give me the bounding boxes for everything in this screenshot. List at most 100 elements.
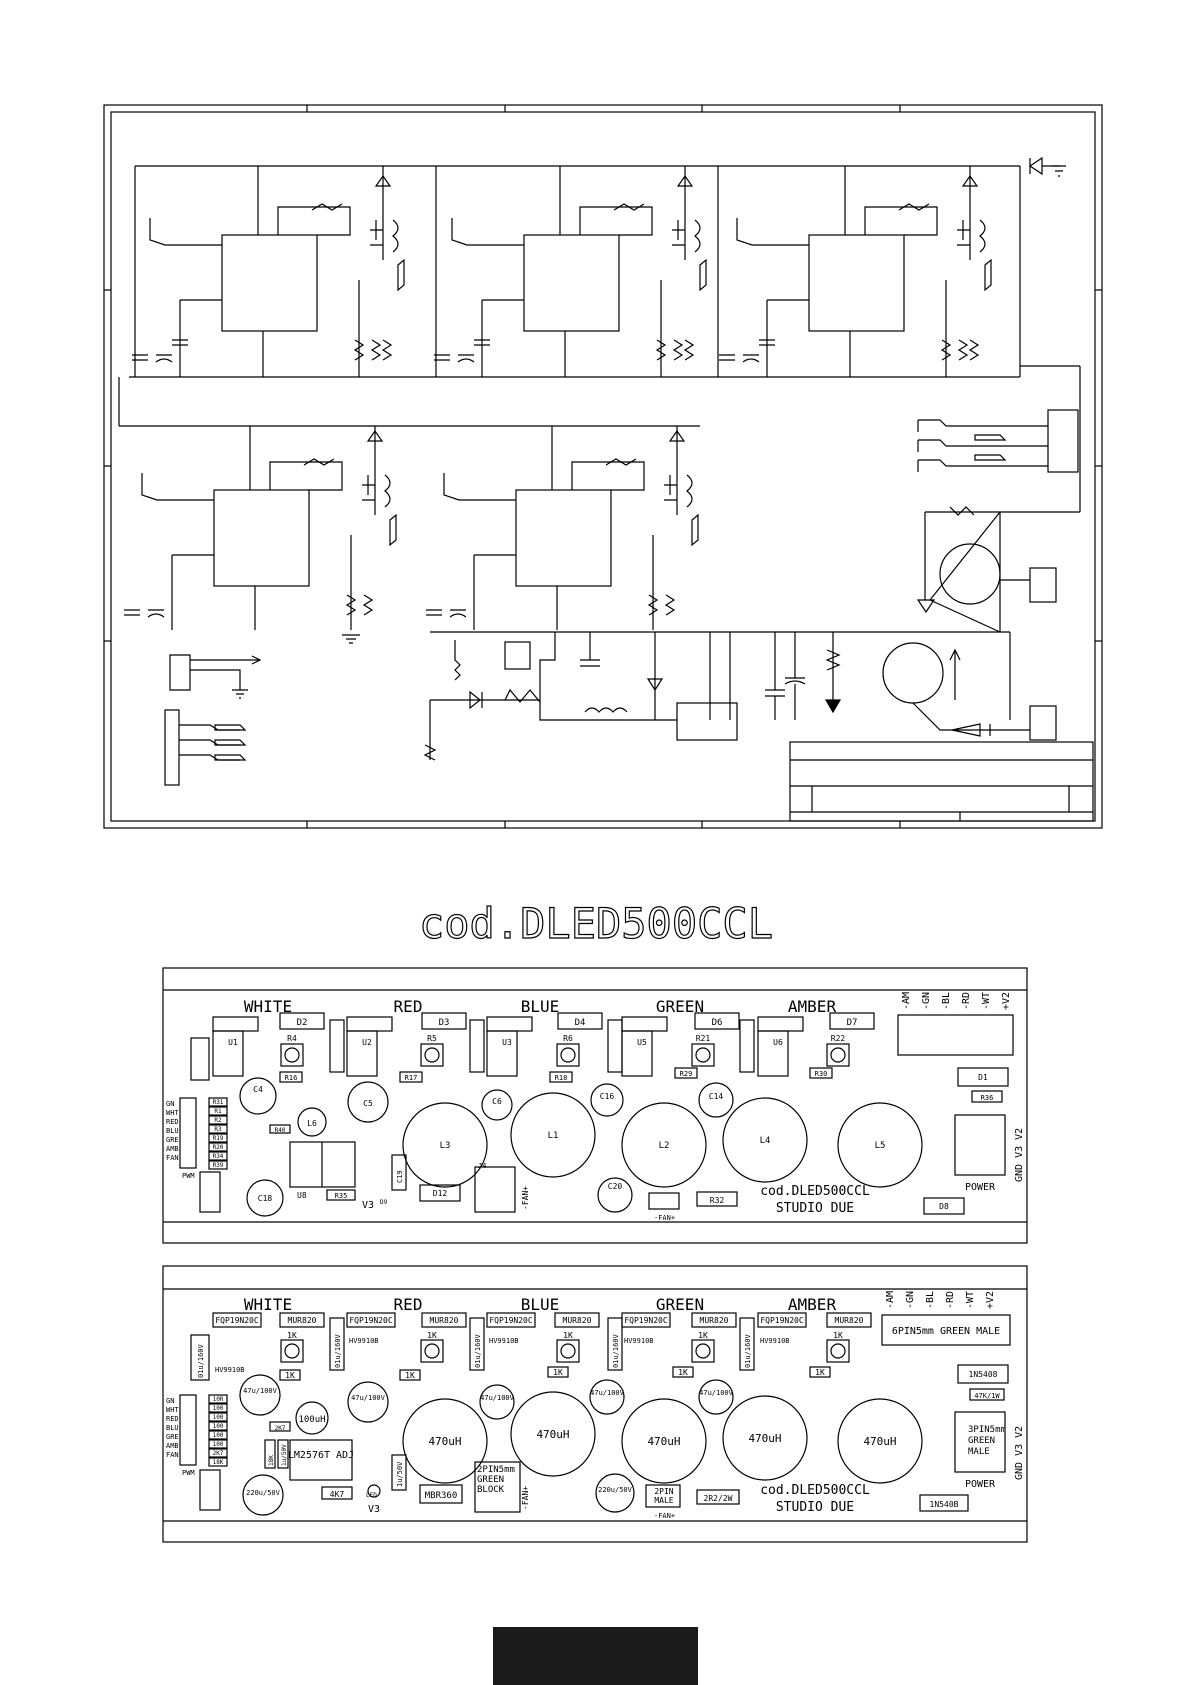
pcb2-pin-gn: GN [166,1397,174,1405]
pcb1-l4-label: L4 [760,1136,771,1146]
pcb2-diode-1: MUR820 [288,1316,317,1325]
pcb1-l1-label: L1 [548,1131,559,1141]
pcb1-r40-label: R40 [275,1127,286,1134]
pcb2-inductor-3: 470uH [647,1435,680,1448]
pcb2-mosfet-5: FQP19N20C [760,1316,804,1325]
pcb2-connector-6pin-label: 6PIN5mm GREEN MALE [892,1326,1000,1337]
pcb1-bottom-resistors [279,1067,833,1083]
pcb1-c20-label: C20 [608,1182,623,1191]
pcb2-coil-100uh: 100uH [298,1415,325,1425]
pcb2-pot-4: 1K [698,1331,708,1340]
pcb2-diode-4: MUR820 [700,1316,729,1325]
pcb2-cap-220u-2: 220u/50V [598,1486,633,1494]
pcb2-pot-5: 1K [833,1331,843,1340]
pcb2-connector-6pin [881,1314,1011,1346]
pcb1-r20-label: R20 [213,1144,224,1151]
pcb1-pwm-label: PWM [182,1172,195,1180]
pcb2-cap-220u-1: 220u/50V [246,1489,281,1497]
pcb1-outline [162,967,1028,1244]
pcb1-pin-fan: FAN [166,1154,179,1162]
pcb2-cap-01u-1: 01u/160V [197,1343,205,1378]
svg-text:-AM: -AM [885,1291,896,1309]
pcb2-res-18k: 18K [268,1455,275,1466]
pcb1-studio-label-2: STUDIO DUE [776,1201,854,1216]
pcb2-header-red: RED [394,1295,423,1314]
pcb2-pin-gre: GRE [166,1433,179,1441]
pcb1-u6-label: U6 [773,1038,783,1047]
pcb2-diode-5: MUR820 [835,1316,864,1325]
pcb2-cap-01u-4: 01u/160V [612,1333,620,1368]
pcb1-r1-label: R1 [214,1108,222,1115]
pcb1-pin-amb: AMB [166,1145,179,1153]
pcb2-val-18k: 18K [213,1459,224,1466]
driver-cell-4 [124,426,397,644]
pcb1-c6-label: C6 [492,1097,502,1106]
pcb1-d1-label: D1 [978,1073,988,1082]
pcb2-diode-1n540b: 1N540B [930,1500,959,1509]
pcb1-u5-label: U5 [637,1038,647,1047]
pcb1-r35-label: R35 [335,1192,348,1200]
pcb1-c14-label: C14 [709,1092,724,1101]
svg-text:+V2: +V2 [985,1291,996,1309]
pcb2-block-2pin-text-wrap: 2PIN5mm GREEN BLOCK [477,1465,515,1495]
pcb1-top-diodes [279,1012,875,1030]
pcb1-trimmers [280,1043,850,1067]
pcb1-r31-label: R31 [213,1099,224,1106]
pcb1-pin-gre: GRE [166,1136,179,1144]
fan-motor-symbol-2 [882,642,944,704]
page-title: cod.DLED500CCL [419,899,773,948]
pcb2-res-47k: 47K/1W [974,1392,1000,1400]
svg-text:-RD: -RD [945,1291,956,1309]
pcb1-d8-label: D8 [939,1202,949,1211]
pcb1-left-header [179,1097,197,1169]
pcb2-block-2pin [474,1461,521,1513]
pcb2-inductor-5: 470uH [863,1435,896,1448]
svg-text:-WT: -WT [965,1291,976,1309]
title-block [789,741,1094,822]
driver-cell-1 [132,166,405,377]
pcb1-r6-label: R6 [563,1034,573,1043]
svg-text:-BL: -BL [941,992,952,1010]
pcb-board-1: WHITE RED BLUE GREEN AMBER -AM -GN -BL -… [162,967,1028,1244]
svg-text:-AM: -AM [901,992,912,1010]
pcb1-pin-blu: BLU [166,1127,179,1135]
pcb1-c16-label: C16 [600,1092,615,1101]
pcb1-c19-label: C19 [396,1170,404,1183]
pcb2-val-100-4: 100 [213,1432,224,1439]
pcb2-left-header [179,1394,197,1466]
pcb2-pin-red: RED [166,1415,179,1423]
pcb2-power-label: POWER [965,1479,996,1490]
pcb2-res-2k7: 2K7 [275,1425,286,1432]
pcb2-inductors [402,1391,923,1484]
pcb1-l5-label: L5 [875,1141,886,1151]
pcb2-driver-4: HV9910B [624,1337,654,1345]
pcb1-j4-block [474,1166,516,1213]
footer-bar [493,1627,698,1685]
pcb2-val-10r: 10R [213,1396,224,1403]
pcb1-studio-label-1: cod.DLED500CCL [760,1184,870,1199]
pcb1-c4-label: C4 [253,1085,263,1094]
pcb2-header-green: GREEN [656,1295,704,1314]
pcb2-res-1k-2: 1K [405,1371,415,1380]
pcb1-fan-label-2: -FAN+ [654,1214,675,1222]
pcb1-l6-label: L6 [307,1119,317,1128]
pcb2-studio-label-2: STUDIO DUE [776,1500,854,1515]
pcb1-r19-label: R19 [213,1135,224,1142]
pcb1-u8-label: U8 [297,1191,307,1200]
pcb1-r16-label: R16 [285,1074,298,1082]
pcb1-power-label: POWER [965,1182,996,1193]
pcb2-res-1k-5: 1K [815,1368,825,1377]
pcb-board-2: WHITE RED BLUE GREEN AMBER 6PIN5mm GREEN… [162,1265,1028,1543]
pcb1-u2-label: U2 [362,1038,372,1047]
pcb2-pin-fan: FAN [166,1451,179,1459]
pcb2-mosfet-1: FQP19N20C [215,1316,259,1325]
pcb2-inductor-1: 470uH [428,1435,461,1448]
svg-text:+V2: +V2 [1001,992,1012,1010]
pcb2-driver-2: HV9910B [349,1337,379,1345]
pcb1-r30-label: R30 [815,1070,828,1078]
pcb2-mosfet-2: FQP19N20C [349,1316,393,1325]
pcb2-val-100-2: 100 [213,1414,224,1421]
pcb1-l3-label: L3 [440,1141,451,1151]
fan-motor-symbol-1 [939,543,1001,605]
